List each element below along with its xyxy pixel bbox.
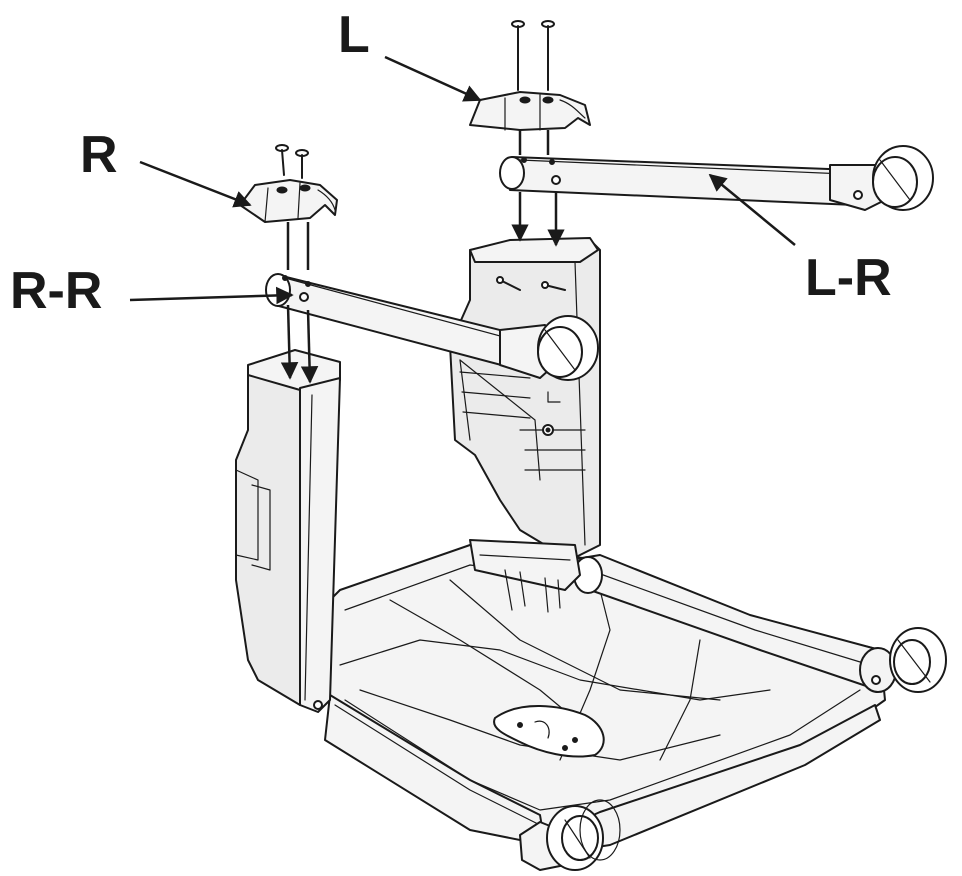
left-side-panel (449, 237, 601, 613)
label-left-rail: L-R (805, 249, 892, 307)
screws (275, 20, 555, 179)
left-cover-part (469, 91, 591, 131)
right-side-panel (235, 349, 341, 713)
base-frame (324, 544, 886, 853)
left-rail (499, 145, 934, 211)
caster-right (859, 627, 947, 693)
right-rail (265, 273, 599, 381)
right-cover-part (239, 179, 338, 223)
label-left-cover: L (338, 6, 370, 64)
caster-front (519, 799, 621, 871)
assembly-arrows (280, 130, 565, 384)
label-right-rail: R-R (10, 262, 102, 320)
leader-lines (129, 55, 796, 305)
label-right-cover: R (80, 126, 118, 184)
